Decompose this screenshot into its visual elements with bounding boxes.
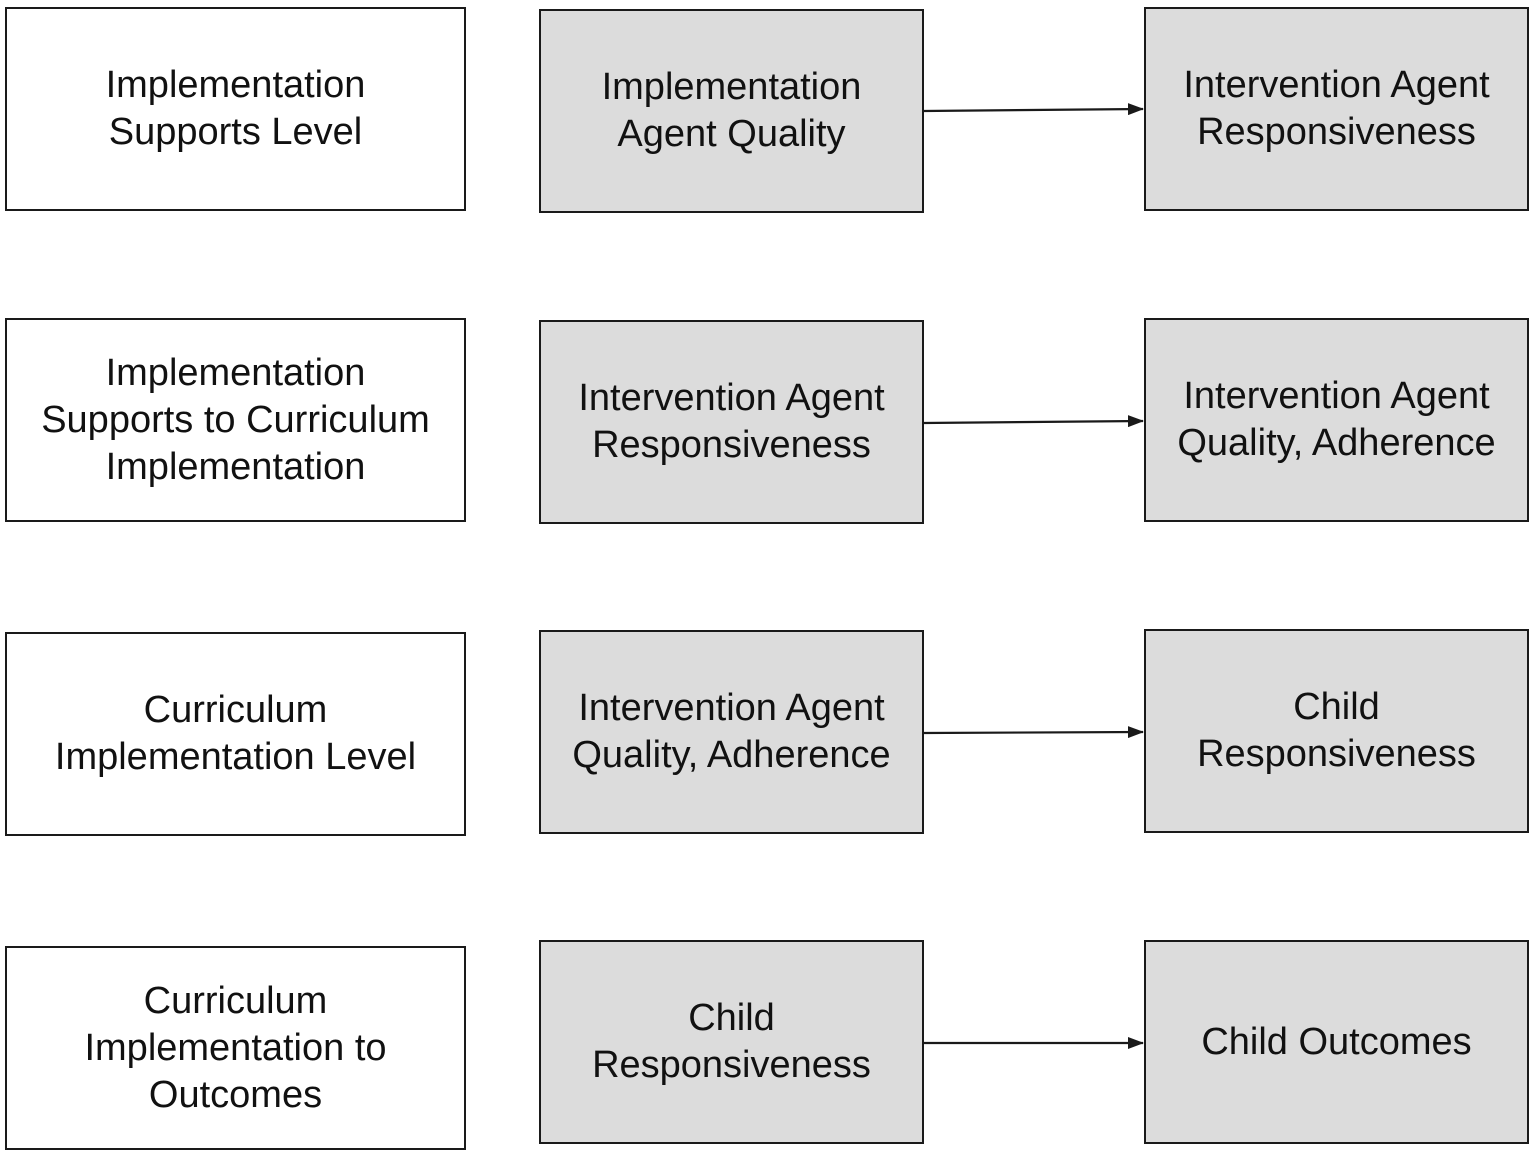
row-1-target-line-2: Responsiveness: [1197, 111, 1476, 153]
row-4-source-line-1: Child: [688, 997, 775, 1039]
row-2-target-box: Intervention Agent Quality, Adherence: [1144, 318, 1529, 522]
row-3-level-line-2: Implementation Level: [54, 736, 417, 778]
row-2-source-box: Intervention Agent Responsiveness: [539, 320, 924, 524]
row-1-level-line-1: Implementation: [105, 64, 366, 106]
row-3-source-line-1: Intervention Agent: [578, 687, 885, 729]
row-2-target-line-1: Intervention Agent: [1183, 375, 1490, 417]
row-4-level-line-1: Curriculum: [143, 979, 328, 1022]
row-4-level-line-2: Implementation to: [84, 1026, 387, 1069]
row-1-target-box: Intervention Agent Responsiveness: [1144, 7, 1529, 211]
row-2-level-line-2: Supports to Curriculum: [41, 398, 430, 441]
row-3-target-line-2: Responsiveness: [1197, 733, 1476, 775]
row-2-source-line-1: Intervention Agent: [578, 377, 885, 419]
row-2-source-line-2: Responsiveness: [592, 424, 871, 466]
row-1-source-box: Implementation Agent Quality: [539, 9, 924, 213]
row-4-level-box: Curriculum Implementation to Outcomes: [5, 946, 466, 1150]
row-4-source-line-2: Responsiveness: [592, 1044, 871, 1086]
row-3-source-box: Intervention Agent Quality, Adherence: [539, 630, 924, 834]
row-3-level-line-1: Curriculum: [143, 689, 328, 731]
row-2-target-line-2: Quality, Adherence: [1177, 422, 1496, 464]
row-4-level-line-3: Outcomes: [148, 1073, 323, 1116]
row-3-target-box: Child Responsiveness: [1144, 629, 1529, 833]
row-4-target-box: Child Outcomes: [1144, 940, 1529, 1144]
arrow-row-2: [923, 415, 1144, 428]
row-1-source-line-2: Agent Quality: [617, 113, 846, 155]
row-1-source-line-1: Implementation: [601, 66, 862, 108]
row-3-level-box: Curriculum Implementation Level: [5, 632, 466, 836]
arrow-row-1: [923, 103, 1144, 116]
row-3-target-line-1: Child: [1293, 686, 1380, 728]
row-4-source-box: Child Responsiveness: [539, 940, 924, 1144]
row-1-level-line-2: Supports Level: [108, 111, 363, 153]
row-1-level-box: Implementation Supports Level: [5, 7, 466, 211]
arrow-row-3: [923, 726, 1144, 739]
row-2-level-line-1: Implementation: [105, 351, 366, 394]
row-4-target-line-1: Child Outcomes: [1201, 1020, 1472, 1063]
row-3-source-line-2: Quality, Adherence: [572, 734, 891, 776]
row-2-level-line-3: Implementation: [105, 445, 366, 488]
row-1-target-line-1: Intervention Agent: [1183, 64, 1490, 106]
row-2-level-box: Implementation Supports to Curriculum Im…: [5, 318, 466, 522]
